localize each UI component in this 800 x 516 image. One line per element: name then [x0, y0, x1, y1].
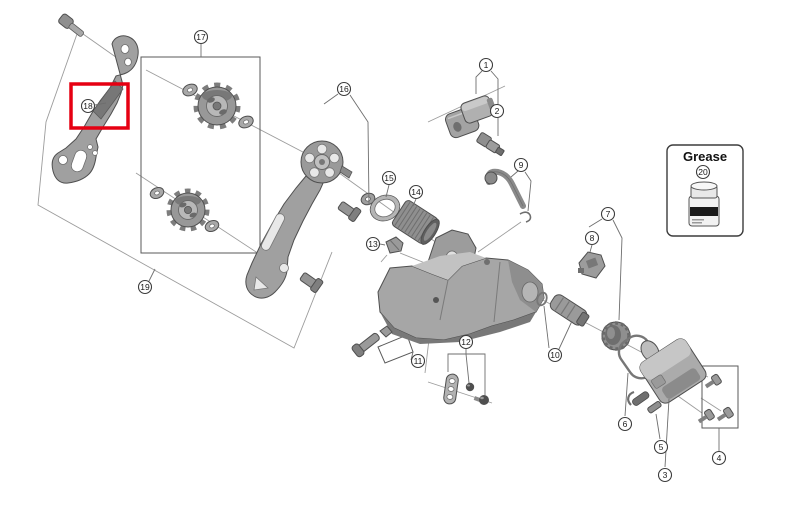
- svg-text:8: 8: [590, 233, 595, 243]
- grommet-set-12: [443, 373, 489, 405]
- cage-axle-washer: [360, 192, 376, 206]
- svg-text:20: 20: [698, 167, 708, 177]
- cage-stopper-bolt: [58, 13, 85, 37]
- svg-text:2: 2: [495, 106, 500, 116]
- bracket-axle-unit: [444, 95, 496, 139]
- callout-18[interactable]: 18: [80, 98, 96, 114]
- plate-bonded-pad-part-18: [92, 80, 124, 120]
- cage-plate-bolts: [299, 201, 362, 293]
- cover-screws-4: [697, 373, 734, 424]
- svg-text:12: 12: [461, 337, 471, 347]
- knurled-cap: [601, 321, 631, 351]
- snap-clip: [519, 211, 532, 223]
- svg-text:3: 3: [663, 470, 668, 480]
- callout-4[interactable]: 4: [711, 450, 727, 466]
- seal-ring-15: [369, 194, 401, 222]
- svg-text:4: 4: [717, 453, 722, 463]
- spring-cover-14: [391, 200, 440, 245]
- svg-text:10: 10: [550, 350, 560, 360]
- callout-ticks: [94, 44, 720, 468]
- bracket-axle-bolt-2: [476, 132, 505, 156]
- cable-lever-5: [627, 390, 662, 414]
- svg-text:11: 11: [414, 356, 423, 366]
- svg-text:5: 5: [659, 442, 664, 452]
- svg-text:1: 1: [484, 60, 489, 70]
- svg-text:13: 13: [368, 239, 378, 249]
- grease-label: Grease: [683, 149, 727, 164]
- svg-text:19: 19: [140, 282, 150, 292]
- svg-text:14: 14: [411, 187, 421, 197]
- pulley-group-box-17: [140, 56, 261, 254]
- svg-text:18: 18: [83, 101, 93, 111]
- callout-10[interactable]: 10: [547, 347, 563, 363]
- screw-group-box-4: [701, 365, 739, 429]
- stopper-plate-9: [484, 168, 532, 223]
- svg-text:6: 6: [623, 419, 628, 429]
- callout-17[interactable]: 17: [193, 29, 209, 45]
- svg-text:9: 9: [519, 160, 524, 170]
- callout-2[interactable]: 2: [489, 103, 505, 119]
- grease-box: Grease: [666, 144, 744, 237]
- callout-19[interactable]: 19: [137, 279, 153, 295]
- grease-jar-icon: [688, 181, 720, 227]
- svg-text:17: 17: [196, 32, 206, 42]
- inner-cage-plate: [51, 35, 139, 184]
- group-19-outline: [37, 33, 333, 349]
- svg-text:16: 16: [339, 84, 349, 94]
- highlight-box-part-18: [69, 82, 130, 130]
- callout-11[interactable]: 11: [410, 353, 426, 369]
- callout-7[interactable]: 7: [600, 206, 616, 222]
- callout-15[interactable]: 15: [381, 170, 397, 186]
- callout-14[interactable]: 14: [408, 184, 424, 200]
- callout-3[interactable]: 3: [657, 467, 673, 483]
- callout-12[interactable]: 12: [458, 334, 474, 350]
- adjust-cone-13: [385, 236, 404, 254]
- callout-6[interactable]: 6: [617, 416, 633, 432]
- svg-text:15: 15: [384, 173, 394, 183]
- cage-bolt-11: [351, 325, 393, 358]
- tension-pulley: [166, 188, 210, 232]
- callout-9[interactable]: 9: [513, 157, 529, 173]
- pulley-washers: [149, 83, 254, 233]
- callout-1[interactable]: 1: [478, 57, 494, 73]
- actuator-cylinder-10: [549, 294, 590, 327]
- callout-16[interactable]: 16: [336, 81, 352, 97]
- derailleur-body: [377, 229, 545, 344]
- guide-pulley: [193, 82, 241, 130]
- callout-20[interactable]: 20: [695, 164, 711, 180]
- svg-text:7: 7: [606, 209, 611, 219]
- callout-13[interactable]: 13: [365, 236, 381, 252]
- oring-10: [536, 291, 548, 307]
- outer-cage-plate: [245, 140, 353, 299]
- clutch-unit-8: [578, 251, 606, 279]
- callout-5[interactable]: 5: [653, 439, 669, 455]
- motor-unit-3: [639, 338, 707, 404]
- callout-8[interactable]: 8: [584, 230, 600, 246]
